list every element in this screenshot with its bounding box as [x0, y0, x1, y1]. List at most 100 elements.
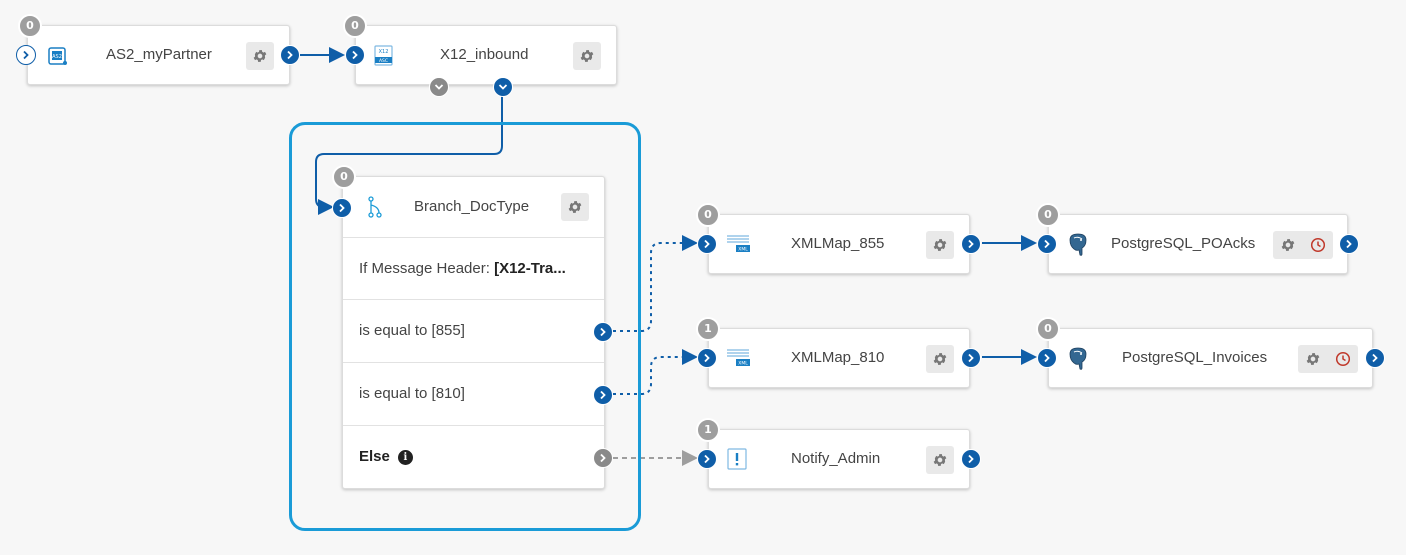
action-group [1298, 345, 1358, 373]
gear-icon [580, 50, 594, 62]
chevron-right-icon [704, 353, 710, 363]
action-group [1273, 231, 1333, 259]
wire-x12-to-branch [315, 94, 503, 215]
output-port[interactable] [1365, 348, 1385, 368]
output-port-down[interactable] [493, 77, 513, 97]
node-title: XMLMap_855 [791, 235, 885, 252]
settings-button[interactable] [926, 446, 954, 474]
gear-icon[interactable] [1280, 237, 1296, 253]
chevron-right-icon [600, 327, 606, 337]
else-label: Else [359, 448, 390, 465]
node-badge: 0 [1036, 203, 1060, 227]
error-output-port[interactable] [429, 77, 449, 97]
postgresql-icon [1065, 346, 1089, 370]
settings-button[interactable] [926, 345, 954, 373]
settings-button[interactable] [561, 193, 589, 221]
xml-map-icon: XML [725, 346, 750, 370]
svg-text:AS2: AS2 [52, 54, 62, 60]
node-xmlmap-855[interactable]: XML XMLMap_855 [708, 214, 970, 274]
chevron-right-icon [1044, 353, 1050, 363]
node-postgresql-invoices[interactable]: PostgreSQL_Invoices [1048, 328, 1373, 388]
chevron-right-icon [704, 454, 710, 464]
branch-selection-frame [289, 122, 641, 531]
output-port[interactable] [961, 348, 981, 368]
gear-icon [933, 454, 947, 466]
input-port[interactable] [1037, 348, 1057, 368]
else-output-port[interactable] [593, 448, 613, 468]
chevron-right-icon [352, 50, 358, 60]
gear-icon[interactable] [1305, 351, 1321, 367]
branch-icon [363, 195, 387, 219]
chevron-right-icon [1346, 239, 1352, 249]
chevron-right-icon [600, 390, 606, 400]
chevron-right-icon [1044, 239, 1050, 249]
chevron-right-icon [968, 454, 974, 464]
gear-icon [253, 50, 267, 62]
condition-field: [X12-Tra... [494, 260, 566, 277]
svg-text:ASC: ASC [379, 58, 388, 64]
node-title: PostgreSQL_POAcks [1111, 235, 1256, 252]
input-port[interactable] [1037, 234, 1057, 254]
condition-prefix: If Message Header: [359, 260, 490, 277]
node-x12-inbound[interactable]: X12 ASC X12_inbound [355, 25, 617, 85]
as2-connector-icon: AS2 [46, 43, 70, 67]
case-label: is equal to [810] [359, 385, 465, 402]
node-as2-mypartner[interactable]: AS2 AS2_myPartner [27, 25, 290, 85]
node-badge: 1 [696, 418, 720, 442]
input-port[interactable] [332, 198, 352, 218]
clock-icon[interactable] [1310, 237, 1326, 253]
branch-case-row-855: is equal to [855] [343, 299, 604, 361]
settings-button[interactable] [573, 42, 601, 70]
output-port[interactable] [961, 449, 981, 469]
node-badge: 0 [18, 14, 42, 38]
case-label: is equal to [855] [359, 322, 465, 339]
node-notify-admin[interactable]: Notify_Admin [708, 429, 970, 489]
info-icon[interactable]: i [397, 450, 413, 465]
input-port[interactable] [697, 348, 717, 368]
chevron-right-icon [968, 239, 974, 249]
node-title: Notify_Admin [791, 450, 881, 467]
svg-text:XML: XML [738, 361, 748, 367]
node-badge: 0 [343, 14, 367, 38]
output-port[interactable] [280, 45, 300, 65]
case-810-output-port[interactable] [593, 385, 613, 405]
clock-icon[interactable] [1335, 351, 1351, 367]
chevron-right-icon [23, 50, 29, 60]
input-port[interactable] [697, 449, 717, 469]
node-title: XMLMap_810 [791, 349, 885, 366]
node-branch-doctype[interactable]: Branch_DocType If Message Header: [X12-T… [342, 176, 605, 489]
branch-case-row-810: is equal to [810] [343, 362, 604, 424]
chevron-right-icon [339, 203, 345, 213]
node-badge: 0 [1036, 317, 1060, 341]
chevron-right-icon [704, 239, 710, 249]
case-855-output-port[interactable] [593, 322, 613, 342]
x12-connector-icon: X12 ASC [372, 43, 396, 67]
chevron-right-icon [968, 353, 974, 363]
node-xmlmap-810[interactable]: XML XMLMap_810 [708, 328, 970, 388]
node-badge: 1 [696, 317, 720, 341]
input-port[interactable] [697, 234, 717, 254]
wire-case855-to-xmlmap855 [613, 235, 698, 332]
output-port[interactable] [961, 234, 981, 254]
node-postgresql-poacks[interactable]: PostgreSQL_POAcks [1048, 214, 1348, 274]
xml-map-icon: XML [725, 232, 750, 256]
settings-button[interactable] [246, 42, 274, 70]
chevron-down-icon [434, 84, 444, 90]
chevron-right-icon [600, 453, 606, 463]
gear-icon [568, 201, 582, 213]
node-title: AS2_myPartner [106, 46, 212, 63]
node-title: X12_inbound [440, 46, 529, 63]
settings-button[interactable] [926, 231, 954, 259]
chevron-down-icon [498, 84, 508, 90]
input-port[interactable] [16, 45, 36, 65]
node-title: Branch_DocType [414, 198, 530, 215]
node-badge: 0 [696, 203, 720, 227]
chevron-right-icon [1372, 353, 1378, 363]
gear-icon [933, 353, 947, 365]
output-port[interactable] [1339, 234, 1359, 254]
chevron-right-icon [287, 50, 293, 60]
input-port[interactable] [345, 45, 365, 65]
